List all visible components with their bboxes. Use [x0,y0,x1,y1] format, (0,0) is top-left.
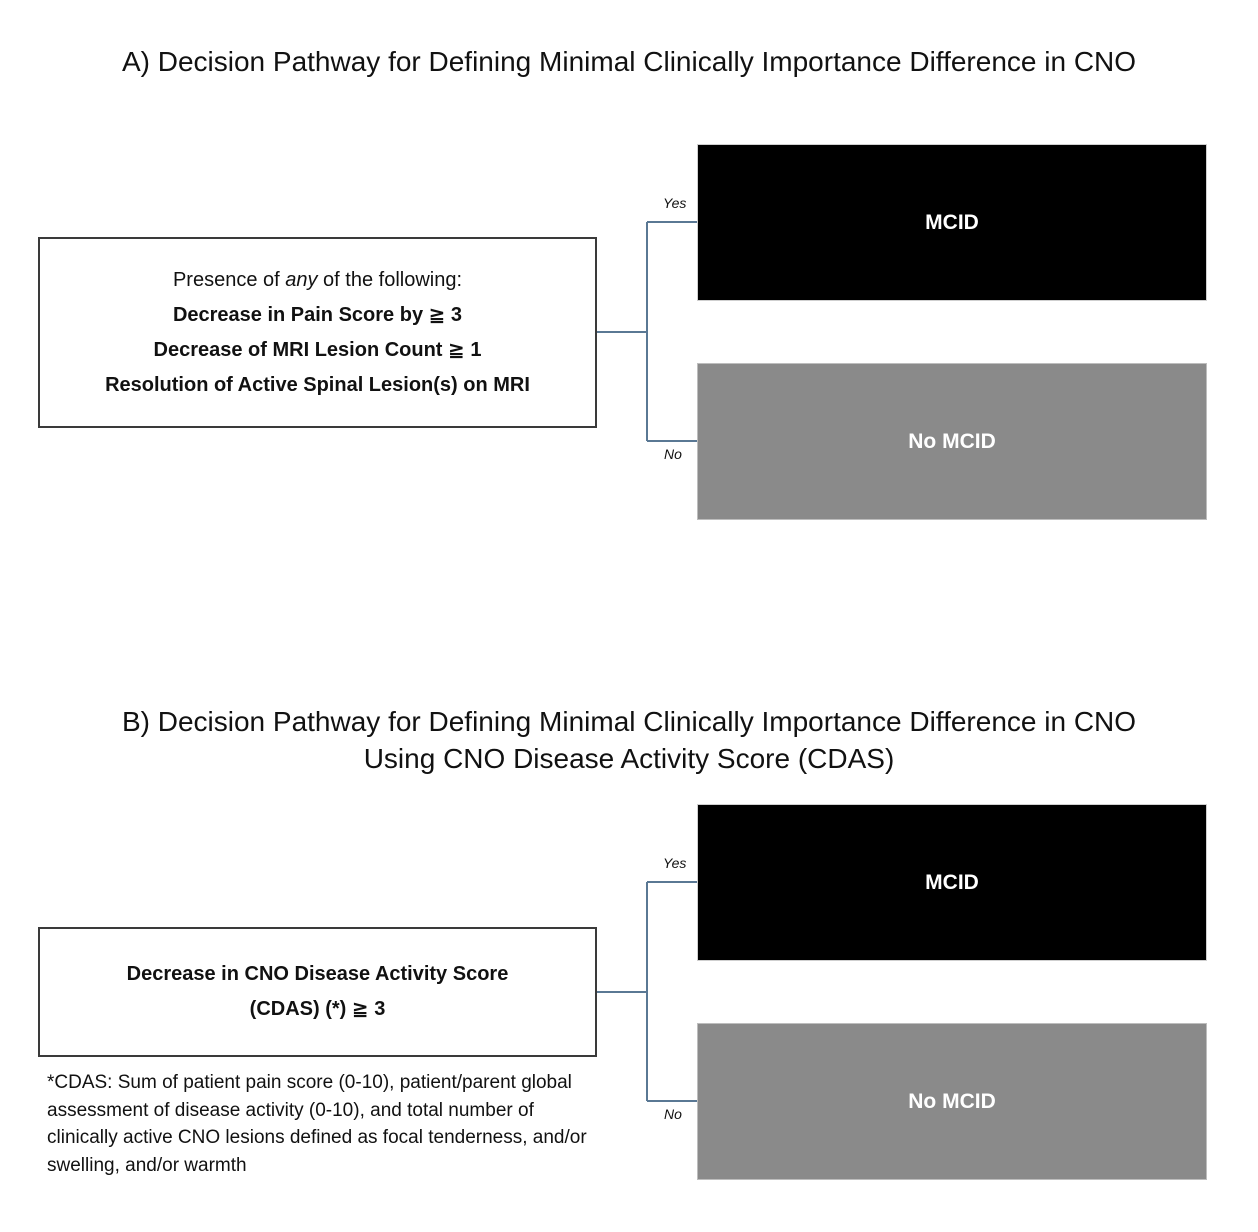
panel-a-yes-label: Yes [663,195,687,211]
panel-a-criterion-spinal: Resolution of Active Spinal Lesion(s) on… [105,373,530,396]
panel-b-title-line1: B) Decision Pathway for Defining Minimal… [121,706,1137,737]
panel-b-no-mcid-box: No MCID [697,1023,1207,1180]
panel-a-no-mcid-text: No MCID [908,429,996,453]
panel-a-intro-prefix: Presence of [172,268,286,291]
panel-b-no-mcid-text: No MCID [908,1089,996,1113]
panel-a-criteria-box: Presence of any of the following: Decrea… [38,237,597,428]
panel-b-criterion-line1: Decrease in CNO Disease Activity Score [126,963,509,985]
panel-a-mcid-text: MCID [925,210,979,234]
panel-a-title: A) Decision Pathway for Defining Minimal… [121,46,1137,77]
panel-a-mcid-box: MCID [697,144,1207,301]
panel-b-criteria-box: Decrease in CNO Disease Activity Score (… [38,927,597,1057]
panel-a-criterion-pain: Decrease in Pain Score by ≧ 3 [172,303,463,326]
panel-b-criterion-line2: (CDAS) (*) ≧ 3 [249,998,386,1020]
cdas-footnote: *CDAS: Sum of patient pain score (0-10),… [47,1072,587,1176]
panel-b-yes-label: Yes [663,855,687,871]
panel-a-no-mcid-box: No MCID [697,363,1207,520]
panel-a-criterion-mri-count: Decrease of MRI Lesion Count ≧ 1 [153,338,482,361]
panel-a-no-label: No [664,446,682,462]
panel-b-mcid-text: MCID [925,870,979,894]
panel-a-intro-emphasis: any [285,268,318,291]
panel-b-title-line2: Using CNO Disease Activity Score (CDAS) [363,743,895,774]
panel-a-criteria-intro: Presence of any of the following: [173,263,462,298]
panel-a-intro-suffix: of the following: [317,268,463,291]
panel-b-mcid-box: MCID [697,804,1207,961]
panel-b-no-label: No [664,1106,682,1122]
